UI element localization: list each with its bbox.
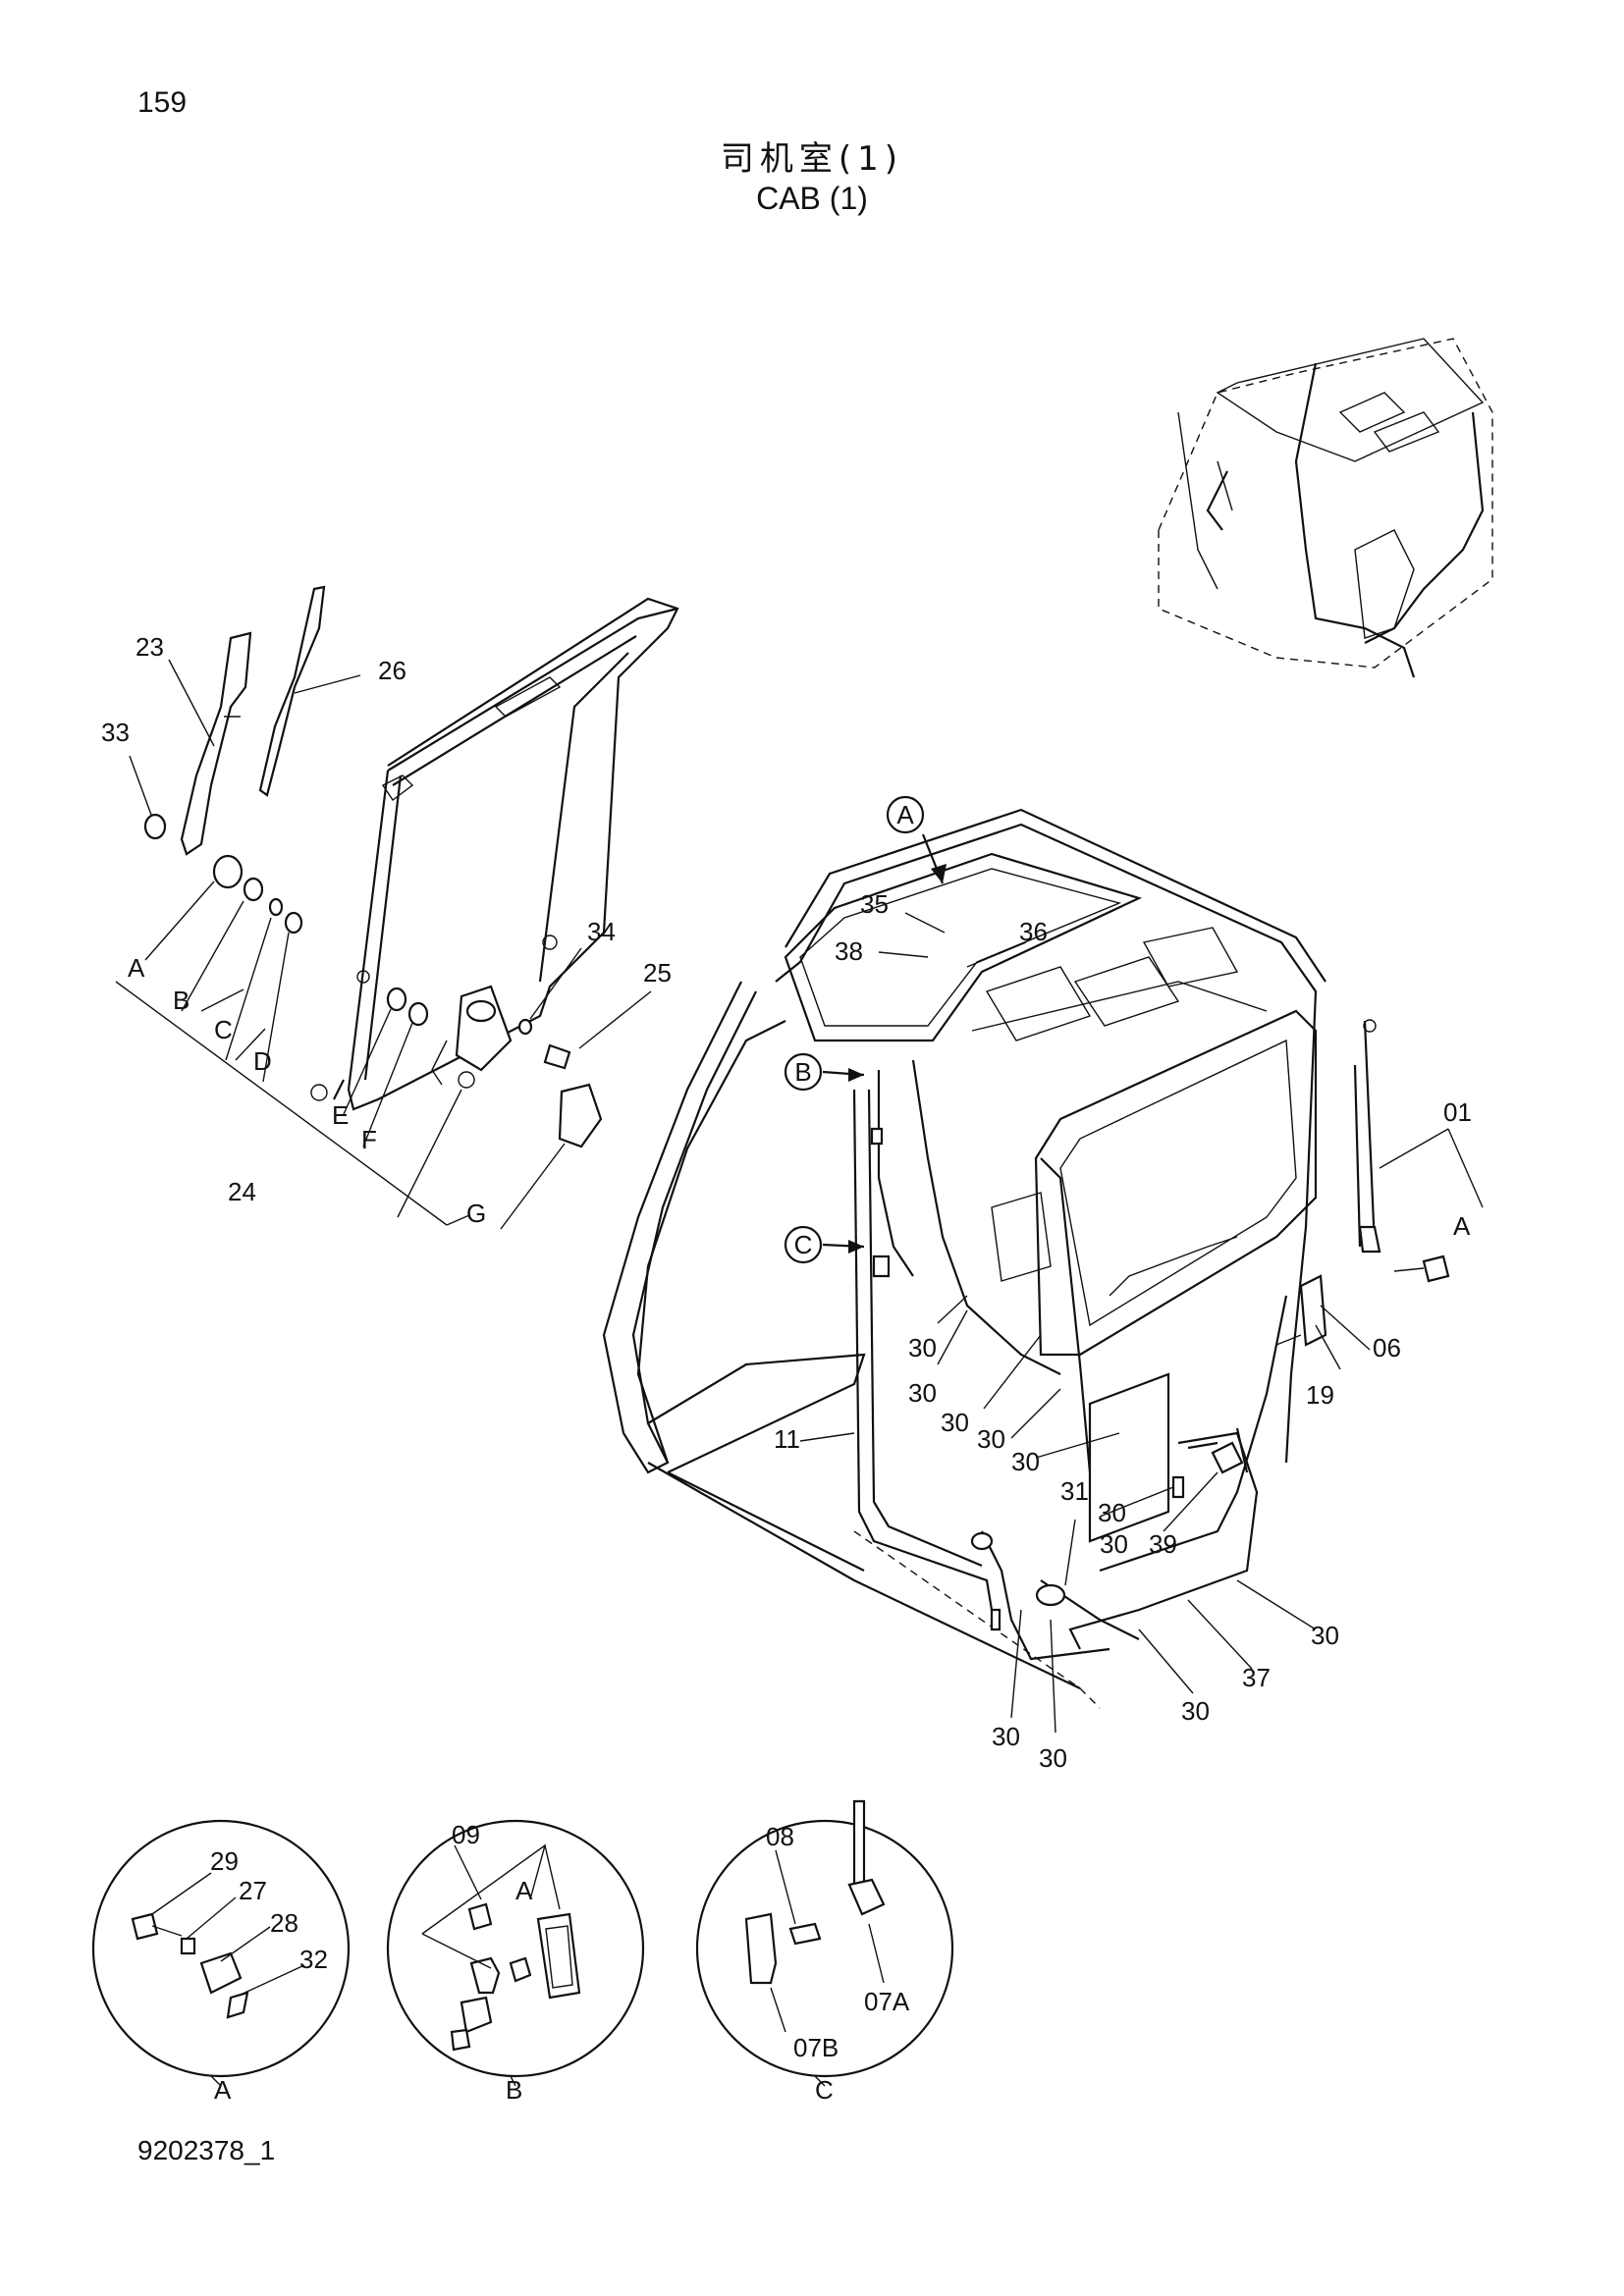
title-chinese: 司机室(1) [720, 139, 904, 179]
callout-37: 37 [1242, 1663, 1271, 1692]
detail-c-label: C [815, 2075, 834, 2105]
callout-01: 01 [1443, 1097, 1472, 1127]
detail-b-label: B [506, 2075, 522, 2105]
callout-30-d: 30 [977, 1424, 1005, 1454]
callout-30-a: 30 [908, 1333, 937, 1362]
callout-30-g: 30 [1311, 1621, 1339, 1650]
detail-view-b: 09 A B [386, 1819, 645, 2105]
page-number: 159 [137, 86, 188, 119]
callout-30-i: 30 [992, 1722, 1020, 1751]
callout-38: 38 [835, 936, 863, 966]
detail-c-part-07a: 07A [864, 1987, 910, 2016]
callout-c: C [214, 1015, 233, 1044]
callout-b: B [173, 986, 189, 1015]
detail-a-part-27: 27 [239, 1876, 267, 1905]
detail-c-part-08: 08 [766, 1822, 794, 1851]
wiper-frame [115, 585, 679, 1230]
detail-a-part-29: 29 [210, 1846, 239, 1876]
callout-35: 35 [860, 889, 889, 919]
callout-30-k: 30 [1100, 1529, 1128, 1559]
callout-31: 31 [1060, 1476, 1089, 1506]
cab-frame [602, 808, 1484, 1734]
svg-text:A: A [896, 800, 914, 829]
callout-39: 39 [1149, 1529, 1177, 1559]
detail-b-part-a: A [515, 1876, 533, 1905]
callout-34: 34 [587, 917, 616, 946]
view-marker-b: B [784, 1052, 823, 1092]
detail-a-label: A [214, 2075, 232, 2105]
callout-19: 19 [1306, 1380, 1334, 1410]
callout-30-h: 30 [1181, 1696, 1210, 1726]
callout-30-f: 30 [1098, 1498, 1126, 1527]
callout-a: A [128, 953, 145, 983]
callout-06: 06 [1373, 1333, 1401, 1362]
callout-f: F [361, 1125, 377, 1154]
callout-30-b: 30 [908, 1378, 937, 1408]
detail-view-c: 08 07A 07B C [695, 1799, 954, 2105]
callout-30-j: 30 [1039, 1743, 1067, 1773]
callout-23: 23 [135, 632, 164, 662]
callout-24: 24 [228, 1177, 256, 1206]
callout-01-a: A [1453, 1211, 1471, 1241]
callout-36: 36 [1019, 917, 1048, 946]
cab-overview-inset [1158, 338, 1493, 678]
callout-g: G [466, 1199, 486, 1228]
part-callouts: 23 26 33 34 25 24 A B C D E F G 35 36 38… [101, 632, 1472, 1773]
view-marker-c: C [784, 1225, 823, 1264]
callout-25: 25 [643, 958, 672, 988]
detail-c-part-07b: 07B [793, 2033, 839, 2062]
view-marker-a: A [886, 795, 925, 834]
callout-30-e: 30 [1011, 1447, 1040, 1476]
document-code: 9202378_1 [137, 2135, 276, 2165]
title-english: CAB (1) [756, 181, 868, 216]
svg-text:B: B [794, 1057, 811, 1087]
svg-text:C: C [794, 1230, 813, 1259]
detail-view-a: 29 27 28 32 A [91, 1819, 351, 2105]
detail-b-part-09: 09 [452, 1820, 480, 1849]
detail-a-part-32: 32 [299, 1945, 328, 1974]
detail-a-part-28: 28 [270, 1908, 298, 1938]
callout-11: 11 [774, 1424, 800, 1454]
callout-26: 26 [378, 656, 406, 685]
callout-30-c: 30 [941, 1408, 969, 1437]
callout-e: E [332, 1100, 349, 1130]
callout-d: D [253, 1046, 272, 1076]
callout-33: 33 [101, 718, 130, 747]
